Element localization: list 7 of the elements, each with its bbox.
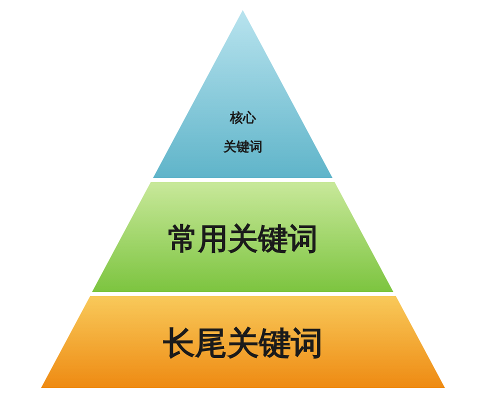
pyramid-tier: [41, 296, 445, 388]
tier-label: 核心: [230, 110, 256, 126]
pyramid-tier: [153, 10, 333, 178]
pyramid-tier: [92, 182, 394, 292]
tier-label: 长尾关键词: [163, 324, 323, 362]
tier-label: 关键词: [223, 140, 262, 156]
tier-label: 常用关键词: [168, 222, 318, 258]
